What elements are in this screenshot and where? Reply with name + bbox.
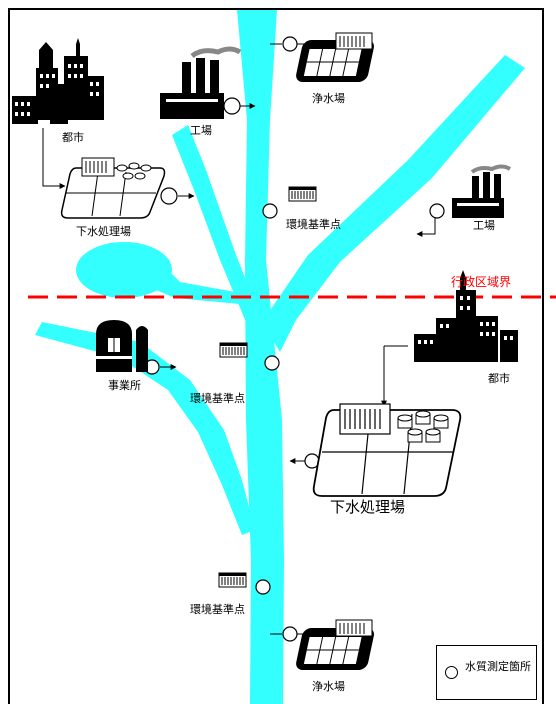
legend-box: 水質測定箇所 xyxy=(436,645,537,700)
monitoring-point-label: 環境基準点 xyxy=(286,218,341,231)
monitoring-station-icon xyxy=(219,342,248,358)
monitoring-station-icon xyxy=(218,572,247,588)
city-skyline-icon xyxy=(414,270,518,362)
factory-label: 工場 xyxy=(473,219,495,232)
legend-circle-icon xyxy=(445,666,458,679)
sewage-treatment-plant-icon xyxy=(60,157,166,219)
connector-lines xyxy=(42,41,436,637)
measurement-point xyxy=(264,355,280,371)
factory-icon xyxy=(160,46,242,119)
factory-label: 工場 xyxy=(190,124,212,137)
measurement-point xyxy=(255,579,271,595)
water-purification-plant-icon xyxy=(296,32,374,82)
measurement-point xyxy=(223,97,241,115)
purification-plant-label: 浄水場 xyxy=(312,92,345,105)
diagram-border xyxy=(8,8,544,704)
measurement-point xyxy=(282,626,298,642)
factory-icon xyxy=(452,164,512,218)
measurement-points xyxy=(144,36,445,642)
sewage-plant-label: 下水処理場 xyxy=(330,498,406,516)
water-purification-plant-icon xyxy=(296,619,374,670)
monitoring-station-icon xyxy=(288,186,317,202)
measurement-point xyxy=(429,203,445,219)
measurement-point xyxy=(160,187,178,205)
sewage-treatment-plant-icon xyxy=(312,403,462,497)
lake-outlet xyxy=(142,252,240,304)
business-facility-label: 事業所 xyxy=(108,379,141,392)
right-tributary xyxy=(262,55,525,352)
monitoring-point-label: 環境基準点 xyxy=(190,603,245,616)
legend-text: 水質測定箇所 xyxy=(465,660,531,673)
city-label: 都市 xyxy=(62,131,84,144)
city-label: 都市 xyxy=(488,372,510,385)
purification-plant-label: 浄水場 xyxy=(312,680,345,693)
administrative-boundary-label: 行政区域界 xyxy=(451,275,512,289)
left-tributary-upper xyxy=(172,125,256,322)
measurement-point xyxy=(282,36,298,52)
measurement-point xyxy=(262,203,278,219)
business-facility-icon xyxy=(96,320,148,372)
monitoring-point-label: 環境基準点 xyxy=(190,392,245,405)
sewage-plant-label: 下水処理場 xyxy=(76,225,131,238)
city-skyline-icon xyxy=(12,38,104,124)
main-river xyxy=(237,10,284,704)
